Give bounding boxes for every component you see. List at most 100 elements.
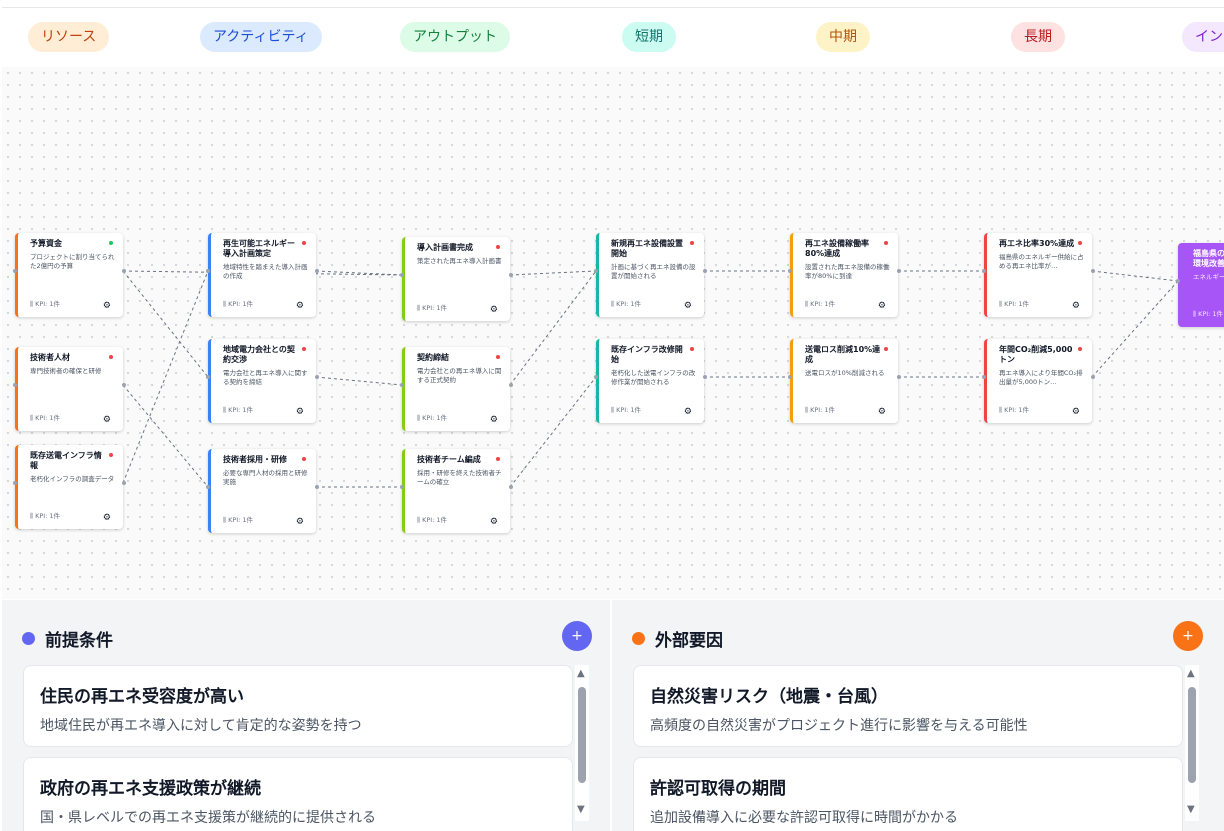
output-handle[interactable] bbox=[897, 375, 901, 379]
stage-pill-mid[interactable]: 中期 bbox=[816, 22, 870, 52]
scrollbar-thumb[interactable] bbox=[578, 687, 586, 783]
output-handle[interactable] bbox=[315, 375, 319, 379]
gear-icon[interactable]: ⚙ bbox=[877, 301, 886, 311]
add-premise-button[interactable]: + bbox=[562, 621, 592, 651]
output-handle[interactable] bbox=[1091, 375, 1095, 379]
edge-r3-a1[interactable] bbox=[122, 270, 209, 484]
external-title: 外部要因 bbox=[632, 626, 723, 651]
triangle-down-icon[interactable]: ▼ bbox=[1187, 804, 1195, 815]
gear-icon[interactable]: ⚙ bbox=[295, 517, 304, 527]
input-handle[interactable] bbox=[206, 485, 210, 489]
node-kpi: ⫼ KPI: 1件 bbox=[1193, 308, 1223, 319]
stage-pill-resource[interactable]: リソース bbox=[28, 22, 110, 52]
edge-l2-i1[interactable] bbox=[1091, 280, 1179, 378]
node-kpi-text: KPI: 1件 bbox=[810, 300, 836, 308]
node-r3[interactable]: 既存送電インフラ情報老朽化インフラの調査データ⫼ KPI: 1件⚙ bbox=[13, 445, 126, 529]
input-handle[interactable] bbox=[788, 269, 792, 273]
input-handle[interactable] bbox=[400, 383, 404, 387]
gear-icon[interactable]: ⚙ bbox=[489, 517, 498, 527]
premise-card[interactable]: 住民の再エネ受容度が高い 地域住民が再エネ導入に対して肯定的な姿勢を持つ bbox=[23, 665, 573, 747]
output-handle[interactable] bbox=[122, 481, 126, 485]
output-handle[interactable] bbox=[509, 485, 513, 489]
node-title: 新規再エネ設備設置開始 bbox=[611, 239, 683, 258]
input-handle[interactable] bbox=[982, 269, 986, 273]
gear-icon[interactable]: ⚙ bbox=[877, 407, 886, 417]
edge-a2-o2[interactable] bbox=[315, 376, 403, 386]
output-handle[interactable] bbox=[122, 269, 126, 273]
edge-r2-a3[interactable] bbox=[122, 384, 209, 488]
gear-icon[interactable]: ⚙ bbox=[1071, 407, 1080, 417]
input-handle[interactable] bbox=[13, 383, 17, 387]
output-handle[interactable] bbox=[509, 383, 513, 387]
node-r2[interactable]: 技術者人材専門技術者の確保と研修⫼ KPI: 1件⚙ bbox=[13, 347, 126, 431]
edge-a1-o1[interactable] bbox=[315, 270, 403, 276]
stage-pill-impact[interactable]: インパクト bbox=[1182, 22, 1224, 52]
edge-o3-s2[interactable] bbox=[509, 376, 597, 488]
node-m1[interactable]: 再エネ設備稼働率80%達成設置された再エネ設備の稼働率が80%に到達⫼ KPI:… bbox=[788, 233, 901, 317]
input-handle[interactable] bbox=[206, 375, 210, 379]
triangle-up-icon[interactable]: ▲ bbox=[1187, 668, 1195, 679]
node-o3[interactable]: 技術者チーム編成採用・研修を終えた技術者チームの確立⫼ KPI: 1件⚙ bbox=[400, 449, 513, 533]
triangle-down-icon[interactable]: ▼ bbox=[577, 804, 585, 815]
input-handle[interactable] bbox=[1176, 279, 1180, 283]
output-handle[interactable] bbox=[703, 375, 707, 379]
node-l2[interactable]: 年間CO₂削減5,000トン再エネ導入により年間CO₂排出量が5,000トン…⫼… bbox=[982, 339, 1095, 423]
stage-pill-long[interactable]: 長期 bbox=[1011, 22, 1065, 52]
edge-o1-s1[interactable] bbox=[509, 270, 597, 276]
logic-model-canvas[interactable]: 予算資金プロジェクトに割り当てられた2億円の予算⫼ KPI: 1件⚙ 技術者人材専… bbox=[2, 67, 1224, 599]
input-handle[interactable] bbox=[788, 375, 792, 379]
gear-icon[interactable]: ⚙ bbox=[489, 415, 498, 425]
input-handle[interactable] bbox=[13, 481, 17, 485]
output-handle[interactable] bbox=[122, 383, 126, 387]
node-s2[interactable]: 既存インフラ改修開始老朽化した送電インフラの改修作業が開始される⫼ KPI: 1… bbox=[594, 339, 707, 423]
input-handle[interactable] bbox=[982, 375, 986, 379]
node-description: 電力会社との再エネ導入に関する正式契約 bbox=[417, 367, 502, 384]
input-handle[interactable] bbox=[13, 269, 17, 273]
gear-icon[interactable]: ⚙ bbox=[102, 415, 111, 425]
node-a1[interactable]: 再生可能エネルギー導入計画策定地域特性を踏まえた導入計画の作成⫼ KPI: 1件… bbox=[206, 233, 319, 317]
stage-pill-output[interactable]: アウトプット bbox=[400, 22, 510, 52]
output-handle[interactable] bbox=[703, 269, 707, 273]
edge-l1-i1[interactable] bbox=[1091, 270, 1179, 282]
edge-o2-s1[interactable] bbox=[509, 270, 597, 386]
node-i1[interactable]: 福島県のエネルギー環境改善エネルギー損傷が大幅⫼ KPI: 1件 bbox=[1176, 243, 1224, 327]
external-card[interactable]: 許認可取得の期間 追加設備導入に必要な許認可取得に時間がかかる bbox=[633, 757, 1183, 831]
node-o1[interactable]: 導入計画書完成策定された再エネ導入計画書⫼ KPI: 1件⚙ bbox=[400, 237, 513, 321]
node-r1[interactable]: 予算資金プロジェクトに割り当てられた2億円の予算⫼ KPI: 1件⚙ bbox=[13, 233, 126, 317]
output-handle[interactable] bbox=[315, 269, 319, 273]
triangle-up-icon[interactable]: ▲ bbox=[577, 668, 585, 679]
gear-icon[interactable]: ⚙ bbox=[683, 407, 692, 417]
node-a2[interactable]: 地域電力会社との契約交渉電力会社と再エネ導入に関する契約を締結⫼ KPI: 1件… bbox=[206, 339, 319, 423]
edge-r1-a2[interactable] bbox=[122, 270, 209, 378]
gear-icon[interactable]: ⚙ bbox=[295, 301, 304, 311]
gear-icon[interactable]: ⚙ bbox=[1071, 301, 1080, 311]
external-card[interactable]: 自然災害リスク（地震・台風） 高頻度の自然災害がプロジェクト進行に影響を与える可… bbox=[633, 665, 1183, 747]
gear-icon[interactable]: ⚙ bbox=[489, 305, 498, 315]
input-handle[interactable] bbox=[594, 375, 598, 379]
external-scrollbar[interactable]: ▲ ▼ bbox=[1185, 665, 1199, 821]
input-handle[interactable] bbox=[400, 273, 404, 277]
stage-pill-activity[interactable]: アクティビティ bbox=[200, 22, 322, 52]
output-handle[interactable] bbox=[315, 485, 319, 489]
stage-pill-short[interactable]: 短期 bbox=[622, 22, 676, 52]
output-handle[interactable] bbox=[1091, 269, 1095, 273]
status-dot bbox=[302, 347, 306, 351]
gear-icon[interactable]: ⚙ bbox=[102, 301, 111, 311]
input-handle[interactable] bbox=[206, 269, 210, 273]
input-handle[interactable] bbox=[594, 269, 598, 273]
gear-icon[interactable]: ⚙ bbox=[683, 301, 692, 311]
output-handle[interactable] bbox=[897, 269, 901, 273]
output-handle[interactable] bbox=[509, 273, 513, 277]
node-s1[interactable]: 新規再エネ設備設置開始計画に基づく再エネ設備の設置が開始される⫼ KPI: 1件… bbox=[594, 233, 707, 317]
premise-card[interactable]: 政府の再エネ支援政策が継続 国・県レベルでの再エネ支援策が継続的に提供される bbox=[23, 757, 573, 831]
gear-icon[interactable]: ⚙ bbox=[102, 513, 111, 523]
node-l1[interactable]: 再エネ比率30%達成福島県のエネルギー供給に占める再エネ比率が…⫼ KPI: 1… bbox=[982, 233, 1095, 317]
node-o2[interactable]: 契約締結電力会社との再エネ導入に関する正式契約⫼ KPI: 1件⚙ bbox=[400, 347, 513, 431]
add-external-button[interactable]: + bbox=[1173, 621, 1203, 651]
scrollbar-thumb[interactable] bbox=[1188, 687, 1196, 783]
input-handle[interactable] bbox=[400, 485, 404, 489]
premise-scrollbar[interactable]: ▲ ▼ bbox=[575, 665, 589, 821]
node-m2[interactable]: 送電ロス削減10%達成送電ロスが10%削減される⫼ KPI: 1件⚙ bbox=[788, 339, 901, 423]
node-a3[interactable]: 技術者採用・研修必要な専門人材の採用と研修実施⫼ KPI: 1件⚙ bbox=[206, 449, 319, 533]
gear-icon[interactable]: ⚙ bbox=[295, 407, 304, 417]
